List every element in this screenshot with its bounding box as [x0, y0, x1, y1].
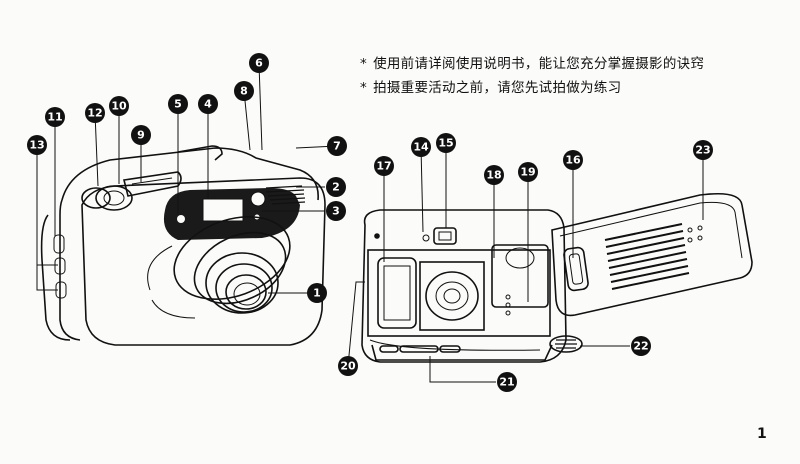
note-text: 拍摄重要活动之前，请您先试拍做为练习: [373, 80, 622, 96]
svg-text:7: 7: [333, 140, 341, 153]
callout-10: 10: [109, 96, 129, 116]
page-number: 1: [757, 426, 767, 442]
svg-text:19: 19: [520, 166, 535, 179]
callout-13: 13: [27, 135, 47, 155]
callout-8: 8: [234, 81, 254, 101]
svg-text:22: 22: [633, 340, 648, 353]
svg-text:15: 15: [438, 137, 453, 150]
callout-3: 3: [326, 201, 346, 221]
callout-21: 21: [497, 372, 517, 392]
camera-front-illustration: [40, 145, 326, 346]
svg-text:8: 8: [240, 85, 248, 98]
svg-text:2: 2: [332, 181, 340, 194]
svg-text:4: 4: [204, 98, 212, 111]
svg-text:18: 18: [486, 169, 501, 182]
svg-text:17: 17: [376, 160, 391, 173]
callout-23: 23: [693, 140, 713, 160]
callout-16: 16: [563, 150, 583, 170]
svg-text:1: 1: [313, 287, 321, 300]
note-line-2: * 拍摄重要活动之前，请您先试拍做为练习: [360, 76, 621, 96]
svg-text:16: 16: [565, 154, 581, 167]
svg-text:9: 9: [137, 129, 145, 142]
svg-text:14: 14: [413, 141, 429, 154]
callout-5: 5: [168, 94, 188, 114]
callout-12: 12: [85, 103, 105, 123]
callout-markers: 1 2 3 4 5 6 7 8 9 10 11 12 13 14 15 16 1…: [27, 53, 713, 392]
svg-text:21: 21: [499, 376, 514, 389]
callout-22: 22: [631, 336, 651, 356]
note-line-1: * 使用前请详阅使用说明书，能让您充分掌握摄影的诀窍: [360, 52, 704, 72]
svg-text:20: 20: [340, 360, 356, 373]
leader-lines: [36, 63, 704, 383]
callout-2: 2: [326, 177, 346, 197]
callout-9: 9: [131, 125, 151, 145]
callout-1: 1: [307, 283, 327, 303]
note-text: 使用前请详阅使用说明书，能让您充分掌握摄影的诀窍: [373, 56, 705, 72]
callout-4: 4: [198, 94, 218, 114]
note-bullet: *: [360, 80, 368, 96]
svg-text:3: 3: [332, 205, 340, 218]
svg-text:12: 12: [87, 107, 102, 120]
svg-text:5: 5: [174, 98, 182, 111]
callout-17: 17: [374, 156, 394, 176]
svg-text:23: 23: [695, 144, 710, 157]
svg-text:10: 10: [111, 100, 127, 113]
svg-text:6: 6: [255, 57, 263, 70]
svg-text:13: 13: [29, 139, 44, 152]
svg-text:11: 11: [47, 111, 62, 124]
callout-7: 7: [327, 136, 347, 156]
callout-11: 11: [45, 107, 65, 127]
callout-19: 19: [518, 162, 538, 182]
camera-back-illustration: [361, 192, 753, 363]
callout-18: 18: [484, 165, 504, 185]
note-bullet: *: [360, 56, 368, 72]
callout-6: 6: [249, 53, 269, 73]
callout-20: 20: [338, 356, 358, 376]
callout-15: 15: [436, 133, 456, 153]
callout-14: 14: [411, 137, 431, 157]
